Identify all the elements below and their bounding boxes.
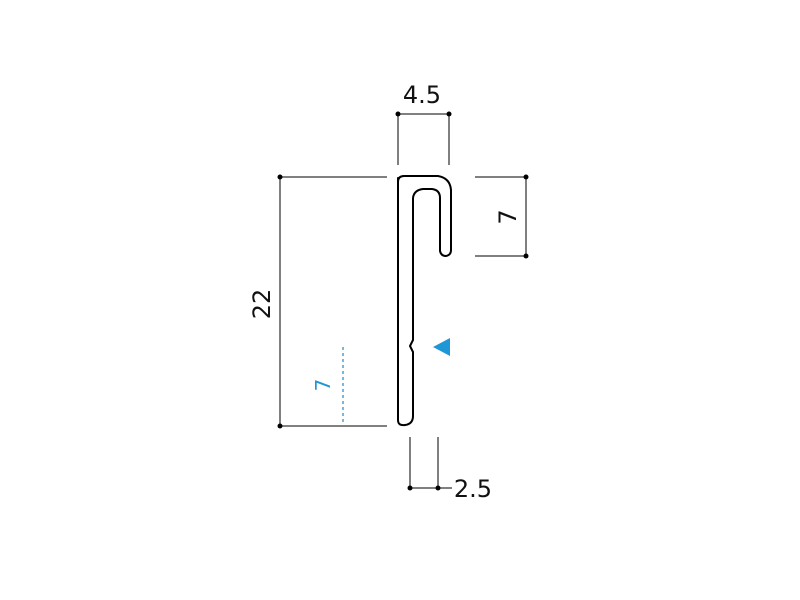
dim-right-height: 7 [475,174,529,259]
dim-right-height-label: 7 [494,209,522,224]
profile-outline [397,175,452,427]
blue-arrow-marker [433,338,450,356]
dim-left-height: 22 [248,174,387,429]
dim-inner-blue-label: 7 [311,379,335,392]
dim-bottom-width: 2.5 [407,437,492,503]
dim-inner-blue: 7 [311,347,344,424]
dim-bottom-width-label: 2.5 [454,475,492,503]
dim-left-height-label: 22 [248,289,276,320]
dim-top-width-label: 4.5 [403,81,441,109]
dim-top-width: 4.5 [395,81,452,165]
